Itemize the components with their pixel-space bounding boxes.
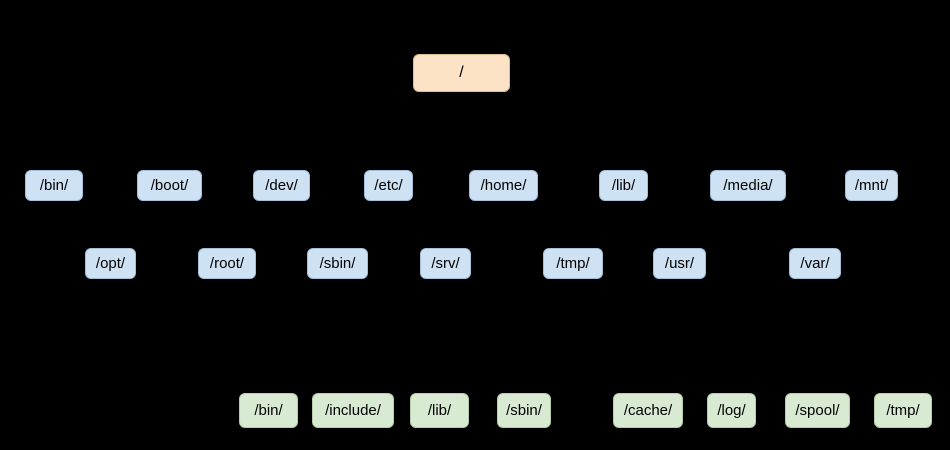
node-var: /var/ xyxy=(789,248,841,279)
connector-line xyxy=(523,278,681,394)
connector-line xyxy=(814,278,819,394)
node-bin: /bin/ xyxy=(25,170,83,201)
connector-line xyxy=(814,278,904,394)
connector-line xyxy=(226,91,463,249)
connector-line xyxy=(53,91,462,171)
node-srv: /srv/ xyxy=(420,248,471,279)
connector-line xyxy=(461,91,872,171)
connector-line xyxy=(387,91,463,171)
node-sbin: /sbin/ xyxy=(307,248,368,279)
node-var-spool: /spool/ xyxy=(785,393,850,428)
node-root: / xyxy=(413,54,510,92)
node-media: /media/ xyxy=(710,170,786,201)
node-tmp: /tmp/ xyxy=(543,248,603,279)
connector-line xyxy=(461,91,749,171)
node-home: /home/ xyxy=(469,170,538,201)
node-boot: /boot/ xyxy=(137,170,202,201)
connector-line xyxy=(444,91,463,249)
node-var-log: /log/ xyxy=(707,393,756,428)
node-etc: /etc/ xyxy=(364,170,413,201)
connector-line xyxy=(268,278,680,394)
node-rootdir: /root/ xyxy=(198,248,256,279)
connector-line xyxy=(647,278,816,394)
connector-line xyxy=(460,91,505,171)
node-usr-bin: /bin/ xyxy=(239,393,298,428)
node-lib: /lib/ xyxy=(599,170,648,201)
connector-line xyxy=(439,278,680,394)
connector-line xyxy=(460,91,681,249)
connector-line xyxy=(730,278,816,394)
node-opt: /opt/ xyxy=(85,248,136,279)
node-dev: /dev/ xyxy=(253,170,310,201)
node-usr-sbin: /sbin/ xyxy=(497,393,551,428)
node-var-tmp: /tmp/ xyxy=(874,393,932,428)
node-mnt: /mnt/ xyxy=(845,170,898,201)
connector-line xyxy=(352,278,680,394)
node-usr: /usr/ xyxy=(653,248,706,279)
node-usr-lib: /lib/ xyxy=(410,393,469,428)
connector-line xyxy=(169,91,462,171)
node-usr-include: /include/ xyxy=(312,393,394,428)
node-var-cache: /cache/ xyxy=(613,393,683,428)
